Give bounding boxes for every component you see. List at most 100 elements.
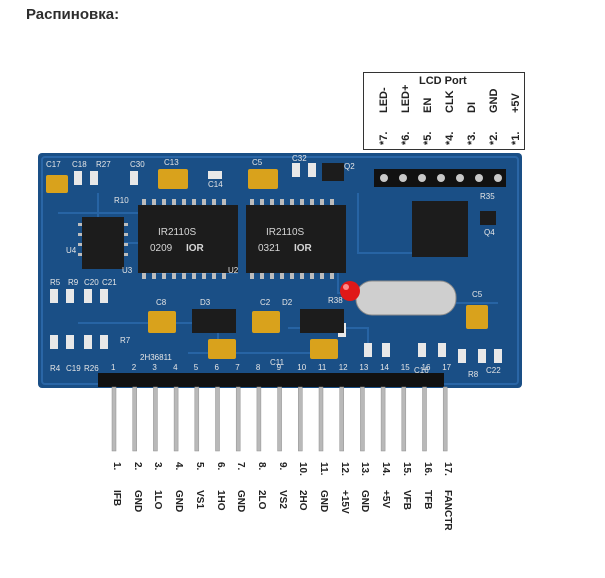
svg-text:Q2: Q2 [344,162,355,171]
ic-u1-part: IR2110S [158,227,197,238]
pin-name-10: 2HO [297,490,309,511]
ic-microcontroller [412,201,468,257]
header-pin-9 [277,386,282,452]
pin-name-6: 1HO [214,490,226,511]
svg-text:C11: C11 [270,358,285,367]
pin-number-15: 15. [400,462,412,476]
svg-text:D2: D2 [282,298,293,307]
svg-text:R38: R38 [328,296,343,305]
svg-text:C30: C30 [130,160,145,169]
header-pin-16 [422,386,427,452]
pin-name-15: VFB [400,490,412,510]
red-led [340,281,360,301]
ic-u1-logo: IOR [186,243,205,254]
header-pin-1 [111,386,117,452]
svg-text:C5: C5 [252,158,263,167]
capacitor-c8b [208,339,236,359]
pin-name-3: 1LO [152,490,164,510]
header-pin-10 [298,386,303,452]
lcd-pin-name-4: CLK [444,90,456,113]
svg-text:C19: C19 [66,364,81,373]
header-pin-13 [360,386,365,452]
header-pin-15 [401,386,407,452]
svg-text:C21: C21 [102,278,117,287]
svg-text:R27: R27 [96,160,111,169]
header-number-17: 17 [442,363,451,372]
pin-number-16: 16. [421,462,433,476]
lcd-pin-number-7: *1. [510,131,522,145]
header-pin-6 [215,386,220,452]
svg-text:R26: R26 [84,364,99,373]
pcb-board-illustration: IR2110S 0209 IOR IR2110S 0321 IOR 2H3681… [38,153,522,452]
diode-d3 [192,309,236,333]
header-number-6: 6 [215,363,220,372]
header-number-7: 7 [235,363,240,372]
transistor-q2 [322,163,344,181]
capacitor-c2 [252,311,280,333]
pin-number-7: 7. [235,462,247,471]
pin-number-2: 2. [131,462,143,471]
pin-name-4: GND [173,490,185,513]
svg-text:U4: U4 [66,246,77,255]
svg-text:C16: C16 [414,366,429,375]
pin-name-7: GND [235,490,247,513]
header-number-2: 2 [132,363,137,372]
pin-number-5: 5. [193,462,205,471]
header-pin-11 [318,386,324,452]
capacitor-c5 [248,169,278,189]
header-pin-12 [339,386,344,452]
capacitor-c13 [158,169,188,189]
svg-text:R35: R35 [480,192,495,201]
header-number-15: 15 [401,363,410,372]
svg-text:C32: C32 [292,154,307,163]
svg-text:C5: C5 [472,290,483,299]
pcb-photo: IR2110S 0209 IOR IR2110S 0321 IOR 2H3681… [38,153,522,456]
pin-name-11: GND [318,490,329,513]
header-number-12: 12 [339,363,348,372]
lcd-pin-number-4: *4. [444,131,456,145]
ic-u2-code: 0321 [258,243,281,254]
pin-number-10: 10. [297,462,309,476]
header-number-10: 10 [297,363,306,372]
svg-text:C18: C18 [72,160,87,169]
pin-name-12: +15V [338,490,350,514]
header-number-8: 8 [256,363,261,372]
capacitor-c17 [46,175,68,193]
transistor-q4 [480,211,496,225]
svg-text:D3: D3 [200,298,211,307]
ic-u2-part: IR2110S [266,227,305,238]
header-number-14: 14 [380,363,389,372]
lcd-port-title: LCD Port [419,75,467,87]
svg-text:U2: U2 [228,266,239,275]
header-number-11: 11 [318,363,327,372]
svg-text:Q4: Q4 [484,228,495,237]
pin-number-4: 4. [173,462,185,471]
lcd-pin-number-5: *3. [466,131,478,145]
header-pin-3 [153,386,158,452]
lcd-port-legend: LCD Port LED-*7.LED+*6.EN*5.CLK*4.DI*3.G… [363,72,525,150]
lcd-pin-number-3: *5. [422,131,434,145]
svg-text:C13: C13 [164,158,179,167]
pin-header-housing [98,373,444,387]
pin-name-13: GND [359,490,371,513]
pin-number-3: 3. [152,462,164,471]
lcd-pin-name-7: +5V [510,93,522,113]
header-number-9: 9 [277,363,282,372]
lcd-pin-number-6: *2. [488,131,500,145]
pin-name-1: IFB [111,490,122,507]
svg-text:R4: R4 [50,364,61,373]
lcd-pin-name-6: GND [488,88,500,113]
header-pin-5 [194,386,200,452]
svg-text:R10: R10 [114,196,129,205]
page-heading: Распиновка: [26,6,120,23]
diode-d2 [300,309,344,333]
pin-number-8: 8. [255,462,267,471]
lcd-pin-name-2: LED+ [400,84,412,113]
svg-text:C20: C20 [84,278,99,287]
header-number-5: 5 [194,363,199,372]
board-marking: 2H36811 [140,353,172,362]
header-pin-17 [442,386,448,452]
pin-name-16: TFB [421,490,433,510]
svg-text:C17: C17 [46,160,61,169]
pin-name-2: GND [131,490,143,513]
